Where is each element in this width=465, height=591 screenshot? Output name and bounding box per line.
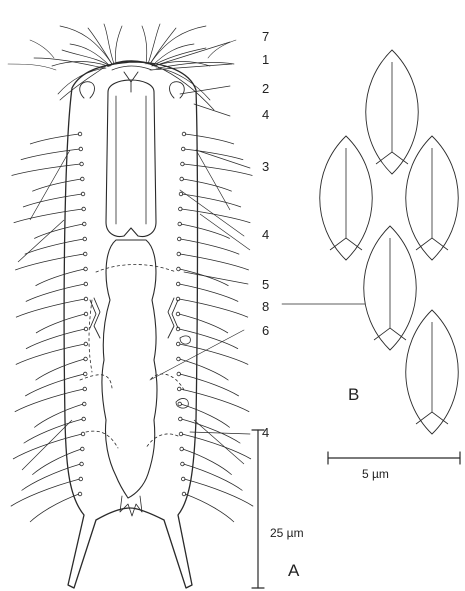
seta-left bbox=[21, 149, 80, 160]
seta-left bbox=[36, 269, 85, 286]
panel-label-a: A bbox=[288, 562, 299, 579]
panel-label-b: B bbox=[348, 386, 359, 403]
seta-left bbox=[30, 494, 79, 522]
callout-label: 1 bbox=[262, 53, 269, 66]
seta-right bbox=[179, 314, 228, 333]
seta-right bbox=[182, 194, 241, 207]
scale-bar-5um bbox=[328, 452, 460, 464]
seta-left bbox=[11, 479, 80, 506]
scale bbox=[320, 136, 373, 260]
seta-long bbox=[196, 150, 230, 210]
scale bbox=[366, 50, 419, 174]
seta-left bbox=[26, 284, 85, 302]
seta-right bbox=[180, 389, 249, 412]
scales-diagram bbox=[320, 50, 459, 434]
callout-label: 5 bbox=[262, 278, 269, 291]
callout-label: 8 bbox=[262, 300, 269, 313]
callout-label: 2 bbox=[262, 82, 269, 95]
seta-right bbox=[181, 224, 230, 239]
internal-dashed-outlines bbox=[80, 265, 184, 449]
seta-long bbox=[18, 220, 64, 262]
seta-left bbox=[24, 419, 83, 443]
seta-left bbox=[15, 389, 84, 412]
seta-right bbox=[183, 449, 232, 475]
body-outline bbox=[64, 62, 197, 588]
scale bbox=[406, 136, 459, 260]
seta-right bbox=[180, 239, 239, 254]
seta-right bbox=[180, 374, 239, 396]
seta-long bbox=[30, 150, 70, 220]
callout-label: 6 bbox=[262, 324, 269, 337]
callout-label: 4 bbox=[262, 108, 269, 121]
callout-label: 3 bbox=[262, 160, 269, 173]
seta-right bbox=[185, 494, 234, 522]
seta-right bbox=[183, 179, 232, 191]
callout-label: 4 bbox=[262, 228, 269, 241]
scale bbox=[406, 310, 459, 434]
scale-bar-25um bbox=[252, 430, 264, 588]
intestine bbox=[102, 240, 157, 516]
seta-right bbox=[179, 344, 248, 365]
callout-label: 4 bbox=[262, 426, 269, 439]
seta-right bbox=[184, 479, 253, 506]
seta-right bbox=[185, 134, 234, 144]
seta-right bbox=[181, 419, 240, 443]
scale-bar-label-b: 5 µm bbox=[362, 468, 389, 480]
seta-long bbox=[22, 420, 72, 470]
pharynx bbox=[106, 80, 156, 236]
seta-left bbox=[16, 344, 85, 365]
seta-left bbox=[13, 434, 82, 459]
seta-right bbox=[182, 434, 251, 459]
scale bbox=[364, 226, 417, 350]
seta-right bbox=[179, 284, 238, 302]
seta-left bbox=[32, 179, 81, 191]
seta-left bbox=[25, 374, 84, 396]
seta-right bbox=[181, 404, 230, 428]
seta-left bbox=[15, 254, 84, 270]
seta-left bbox=[23, 194, 82, 207]
seta-left bbox=[25, 239, 84, 254]
seta-right bbox=[184, 149, 243, 160]
seta-left bbox=[34, 224, 83, 239]
seta-right bbox=[180, 254, 249, 270]
seta-left bbox=[36, 359, 85, 380]
seta-left bbox=[30, 134, 79, 144]
seta-left bbox=[34, 404, 83, 428]
scale-bar-label-a: 25 µm bbox=[270, 527, 304, 539]
seta-long bbox=[194, 420, 244, 464]
seta-right bbox=[179, 359, 228, 380]
callout-label: 7 bbox=[262, 30, 269, 43]
seta-right bbox=[179, 299, 248, 317]
seta-left bbox=[12, 164, 81, 176]
seta-left bbox=[36, 314, 85, 333]
seta-right bbox=[179, 269, 228, 286]
lateral-organs bbox=[90, 298, 190, 408]
seta-left bbox=[14, 209, 83, 223]
lateral-setae bbox=[11, 132, 253, 522]
seta-left bbox=[16, 299, 85, 317]
seta-left bbox=[32, 449, 81, 475]
